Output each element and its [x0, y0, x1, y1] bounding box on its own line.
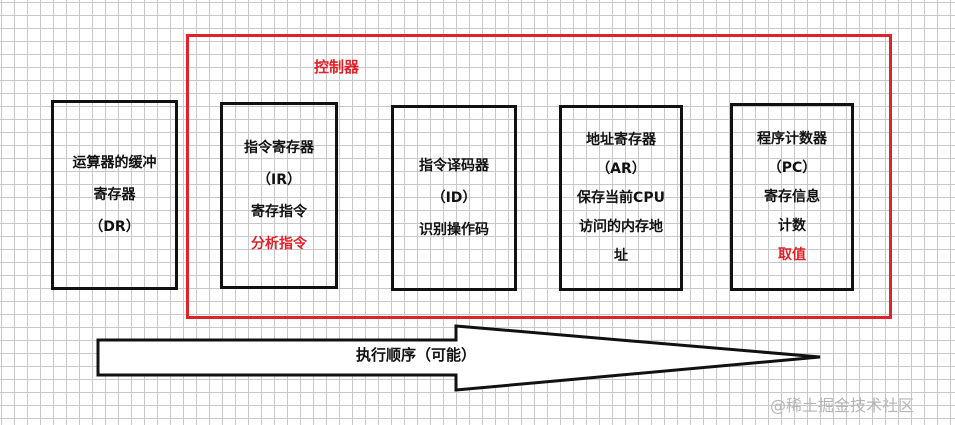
register-line: 程序计数器 [757, 130, 827, 147]
register-line: 指令寄存器 [244, 139, 314, 156]
register-box-pc: 程序计数器 （PC） 寄存信息 计数 取值 [730, 103, 854, 291]
register-line: 识别操作码 [419, 222, 489, 238]
register-line: （PC） [767, 159, 817, 176]
register-line: 寄存器 [93, 187, 136, 203]
register-line-highlight: 分析指令 [251, 235, 307, 252]
register-box-ir: 指令寄存器 （IR） 寄存指令 分析指令 [220, 102, 338, 289]
register-line: 运算器的缓冲 [72, 155, 157, 171]
register-line-highlight: 取值 [778, 246, 806, 263]
controller-frame [186, 34, 892, 319]
register-box-dr: 运算器的缓冲 寄存器 （DR） [51, 100, 178, 290]
register-line: 址 [614, 247, 628, 264]
register-line: 寄存信息 [764, 188, 820, 205]
register-line: 计数 [778, 217, 806, 234]
register-line: 寄存指令 [251, 203, 307, 220]
register-box-id: 指令译码器 （ID） 识别操作码 [391, 105, 517, 291]
register-line: 地址寄存器 [586, 131, 656, 148]
register-line: （IR） [257, 171, 301, 188]
watermark: @稀土掘金技术社区 [770, 396, 915, 415]
arrow-label: 执行顺序（可能） [356, 346, 477, 364]
register-line: 保存当前CPU [577, 189, 665, 206]
arrow-shape [96, 324, 821, 392]
register-line: 指令译码器 [419, 158, 489, 174]
controller-label: 控制器 [314, 58, 360, 76]
register-line: （AR） [596, 160, 646, 177]
register-line: 访问的内存地 [579, 218, 663, 235]
register-line: （DR） [89, 219, 140, 235]
register-line: （ID） [431, 190, 477, 206]
register-box-ar: 地址寄存器 （AR） 保存当前CPU 访问的内存地 址 [559, 105, 683, 291]
